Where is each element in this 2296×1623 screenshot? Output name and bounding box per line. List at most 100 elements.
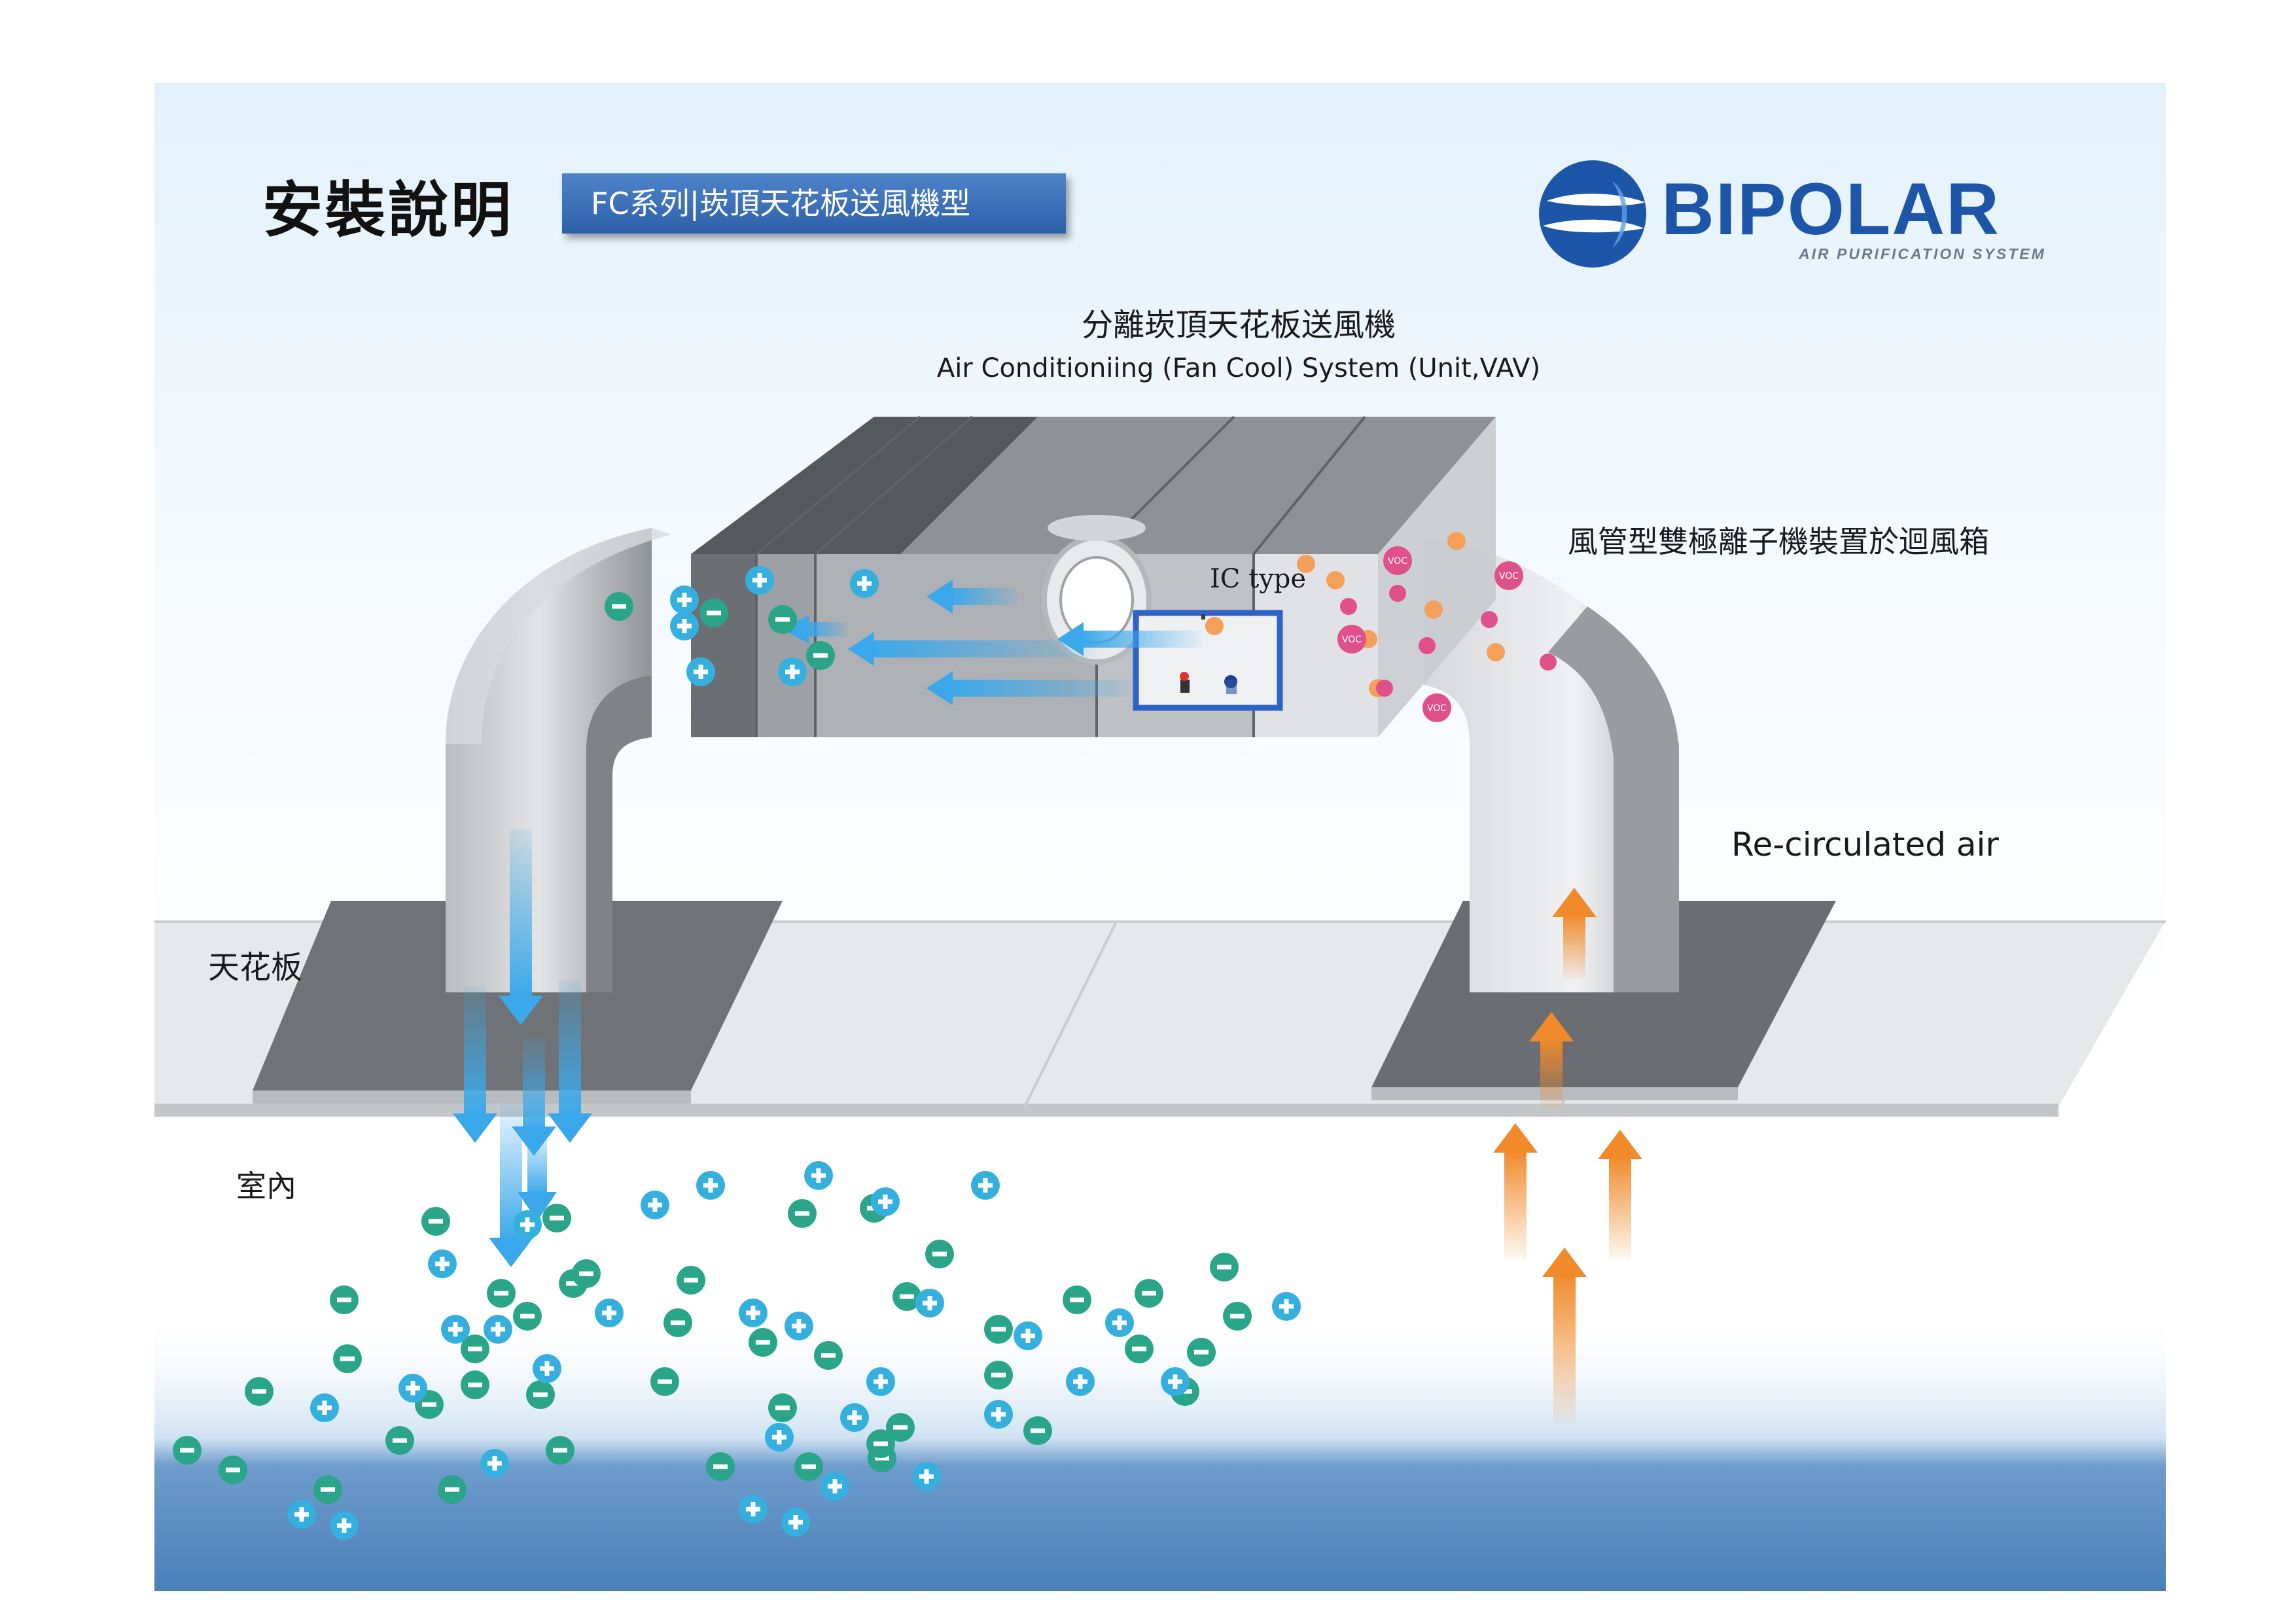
negative-ion bbox=[706, 1452, 735, 1481]
airflow-arrow bbox=[848, 632, 1097, 666]
positive-ion bbox=[330, 1511, 359, 1540]
pollutant-particle bbox=[1540, 654, 1557, 671]
negative-ion bbox=[461, 1370, 489, 1399]
ceiling-label: 天花板 bbox=[208, 949, 303, 986]
negative-ion bbox=[866, 1429, 895, 1458]
logo-tagline: AIR PURIFICATION SYSTEM bbox=[1799, 245, 2046, 262]
negative-ion bbox=[1223, 1302, 1252, 1331]
return-arrow bbox=[1598, 1130, 1642, 1261]
voc-label: VOC bbox=[1388, 556, 1407, 567]
voc-label: VOC bbox=[1427, 703, 1447, 714]
negative-ion bbox=[1063, 1285, 1091, 1314]
negative-ion bbox=[313, 1475, 342, 1504]
negative-ion bbox=[749, 1328, 777, 1357]
negative-ion bbox=[984, 1315, 1013, 1344]
negative-ion bbox=[677, 1266, 705, 1295]
positive-ion bbox=[1105, 1308, 1134, 1337]
dust-particle bbox=[1424, 601, 1443, 619]
positive-ion bbox=[984, 1400, 1013, 1429]
supply-arrow bbox=[548, 979, 592, 1143]
positive-ion bbox=[595, 1299, 624, 1327]
positive-ion bbox=[971, 1171, 1000, 1200]
airflow-arrow bbox=[1057, 622, 1201, 656]
airflow-arrow bbox=[927, 671, 1136, 705]
positive-ion bbox=[778, 657, 807, 686]
pollutant-particle bbox=[1376, 680, 1393, 697]
voc-particle: VOC bbox=[1494, 561, 1523, 590]
negative-ion bbox=[330, 1285, 359, 1314]
negative-ion bbox=[892, 1282, 921, 1311]
positive-ion bbox=[641, 1191, 669, 1219]
airflow-arrow bbox=[783, 615, 848, 644]
return-arrow bbox=[1542, 1248, 1587, 1424]
negative-ion bbox=[385, 1426, 414, 1455]
positive-ion bbox=[533, 1354, 561, 1383]
positive-ion bbox=[428, 1249, 457, 1278]
indoor-label: 室內 bbox=[236, 1168, 296, 1204]
voc-particle: VOC bbox=[1383, 546, 1412, 575]
positive-ion bbox=[1272, 1292, 1301, 1321]
positive-ion bbox=[398, 1374, 427, 1403]
positive-ion bbox=[287, 1500, 316, 1529]
diagram-subtitle: Air Conditioniing (Fan Cool) System (Uni… bbox=[936, 353, 1541, 383]
positive-ion bbox=[765, 1423, 794, 1452]
dust-particle bbox=[1205, 617, 1224, 635]
negative-ion bbox=[699, 599, 728, 627]
positive-ion bbox=[686, 657, 715, 686]
negative-ion bbox=[219, 1456, 247, 1484]
negative-ion bbox=[605, 592, 633, 621]
negative-ion bbox=[1135, 1279, 1163, 1308]
ic-type-label: IC type bbox=[1210, 564, 1307, 594]
series-badge: FC系列|崁頂天花板送風機型 bbox=[562, 173, 1066, 234]
page-title: 安裝說明 bbox=[262, 175, 514, 245]
voc-particle: VOC bbox=[1422, 693, 1451, 722]
supply-arrow bbox=[518, 1130, 557, 1221]
positive-ion bbox=[739, 1495, 768, 1524]
negative-ion bbox=[886, 1413, 915, 1442]
negative-ion bbox=[1210, 1253, 1239, 1282]
negative-ion bbox=[650, 1367, 679, 1396]
negative-ion bbox=[173, 1436, 202, 1465]
positive-ion bbox=[696, 1171, 725, 1200]
positive-ion bbox=[1161, 1367, 1190, 1396]
negative-ion bbox=[1187, 1338, 1216, 1367]
diagram-title: 分離崁頂天花板送風機 bbox=[1081, 307, 1396, 343]
negative-ion bbox=[788, 1199, 817, 1228]
positive-ion bbox=[745, 566, 774, 595]
floor bbox=[154, 1313, 2166, 1591]
return-arrow bbox=[1493, 1123, 1538, 1261]
pollutant-particle bbox=[1340, 598, 1357, 615]
dust-particle bbox=[1487, 643, 1505, 661]
negative-ion bbox=[421, 1207, 450, 1236]
duct-ionizer-label: 風管型雙極離子機裝置於迴風箱 bbox=[1568, 524, 1989, 559]
pollutant-particle bbox=[1419, 637, 1436, 654]
voc-particle: VOC bbox=[1337, 625, 1366, 654]
negative-ion bbox=[984, 1361, 1013, 1389]
negative-ion bbox=[925, 1240, 954, 1268]
pollutant-particle bbox=[1481, 611, 1498, 628]
return-arrow bbox=[1552, 888, 1597, 979]
negative-ion bbox=[245, 1377, 274, 1406]
negative-ion bbox=[526, 1380, 555, 1409]
dust-particle bbox=[1297, 555, 1315, 573]
negative-ion bbox=[546, 1436, 574, 1465]
negative-ion bbox=[1125, 1335, 1154, 1363]
positive-ion bbox=[1066, 1367, 1095, 1396]
negative-ion bbox=[438, 1475, 467, 1504]
positive-ion bbox=[866, 1367, 895, 1396]
dust-particle bbox=[1447, 532, 1466, 550]
positive-ion bbox=[821, 1472, 849, 1501]
installation-diagram: VOC VOC VOC VOC bbox=[154, 415, 2166, 1591]
positive-ion bbox=[484, 1315, 512, 1344]
recirculated-air-label: Re-circulated air bbox=[1731, 826, 1999, 864]
airflow-arrows bbox=[453, 580, 1642, 1424]
particles: VOC VOC VOC VOC bbox=[173, 532, 1557, 1540]
voc-label: VOC bbox=[1499, 571, 1519, 582]
negative-ion bbox=[663, 1308, 692, 1337]
positive-ion bbox=[670, 612, 699, 640]
positive-ion bbox=[513, 1210, 542, 1239]
positive-ion bbox=[781, 1508, 810, 1537]
supply-arrow bbox=[453, 986, 497, 1143]
supply-arrow bbox=[499, 829, 543, 1025]
